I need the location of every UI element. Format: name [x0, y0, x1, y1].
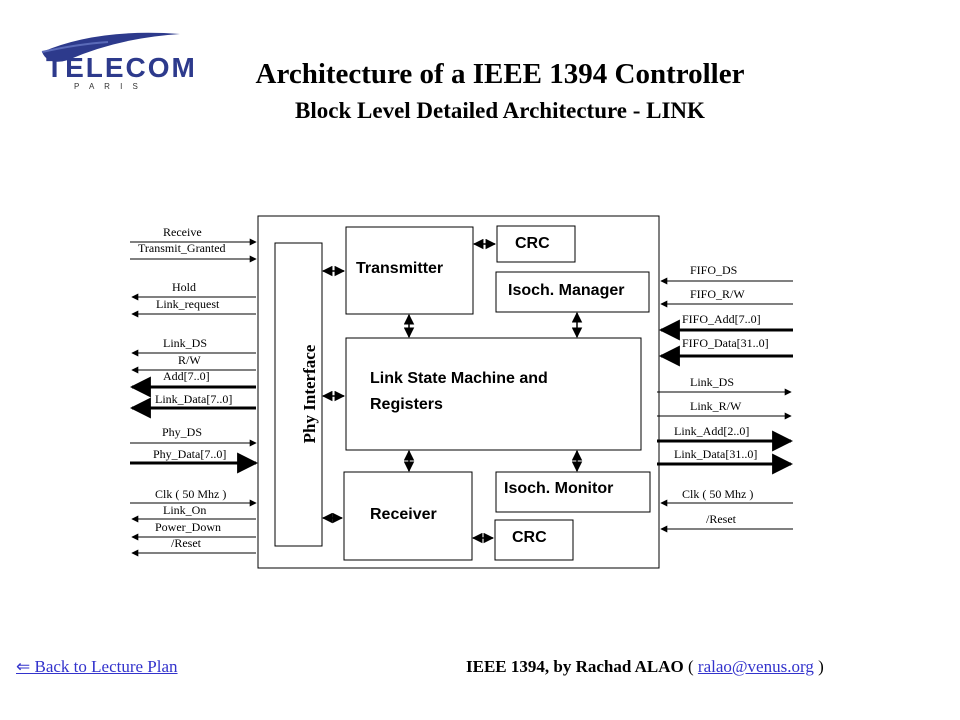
link-state-machine-label-line1: Link State Machine and — [370, 370, 548, 387]
crc-bottom-label: CRC — [512, 529, 547, 546]
signal-label: Transmit_Granted — [138, 241, 226, 255]
signal-label: Clk ( 50 Mhz ) — [155, 487, 227, 501]
signal-label: Clk ( 50 Mhz ) — [682, 487, 754, 501]
page-subtitle: Block Level Detailed Architecture - LINK — [295, 98, 705, 123]
signal-label: Link_R/W — [690, 399, 742, 413]
signal-label: FIFO_Add[7..0] — [682, 312, 761, 326]
signal-label: /Reset — [171, 536, 201, 550]
signal-label: Hold — [172, 280, 196, 294]
signal-label: Phy_DS — [162, 425, 203, 439]
footer-close-paren: ) — [818, 657, 824, 676]
email-link[interactable]: ralao@venus.org — [697, 657, 814, 676]
isoch-manager-label: Isoch. Manager — [508, 282, 625, 299]
isoch-monitor-label: Isoch. Monitor — [504, 480, 614, 497]
link-state-machine-box — [345, 337, 642, 451]
signal-label: /Reset — [706, 512, 736, 526]
back-to-lecture-plan-link[interactable]: ⇐ Back to Lecture Plan — [16, 657, 178, 676]
signal-label: Link_DS — [163, 336, 208, 350]
telecom-paris-logo: TELECOM P A R I S — [38, 30, 195, 100]
logo-subtext: P A R I S — [74, 82, 142, 91]
crc-top-box — [496, 225, 576, 263]
logo-swoosh-icon — [41, 32, 180, 62]
footer-open-paren: ( — [688, 657, 694, 676]
signal-label: Receive — [163, 225, 202, 239]
signal-label: Link_Add[2..0] — [674, 424, 750, 438]
link-state-machine-label-line2: Registers — [370, 396, 443, 413]
signal-label: R/W — [178, 353, 201, 367]
page-title: Architecture of a IEEE 1394 Controller — [255, 58, 745, 90]
signal-label: Power_Down — [155, 520, 221, 534]
signal-label: Link_Data[31..0] — [674, 447, 758, 461]
signal-label: FIFO_R/W — [690, 287, 745, 301]
signal-label: Add[7..0] — [163, 369, 210, 383]
footer-credit: IEEE 1394, by Rachad ALAO ( ralao@venus.… — [466, 657, 824, 677]
signal-label: Phy_Data[7..0] — [153, 447, 227, 461]
signal-label: Link_On — [163, 503, 207, 517]
transmitter-label: Transmitter — [356, 260, 444, 277]
phy-interface-label: Phy Interface — [300, 344, 319, 444]
logo-text: TELECOM — [46, 52, 197, 83]
crc-top-label: CRC — [515, 235, 550, 252]
footer-credit-text: IEEE 1394, by Rachad ALAO — [466, 657, 684, 676]
signal-label: FIFO_Data[31..0] — [682, 336, 769, 350]
crc-bottom-box — [494, 519, 574, 561]
signal-label: Link_Data[7..0] — [155, 392, 233, 406]
signal-label: Link_DS — [690, 375, 735, 389]
signal-label: Link_request — [156, 297, 220, 311]
receiver-label: Receiver — [370, 506, 437, 523]
signal-label: FIFO_DS — [690, 263, 738, 277]
